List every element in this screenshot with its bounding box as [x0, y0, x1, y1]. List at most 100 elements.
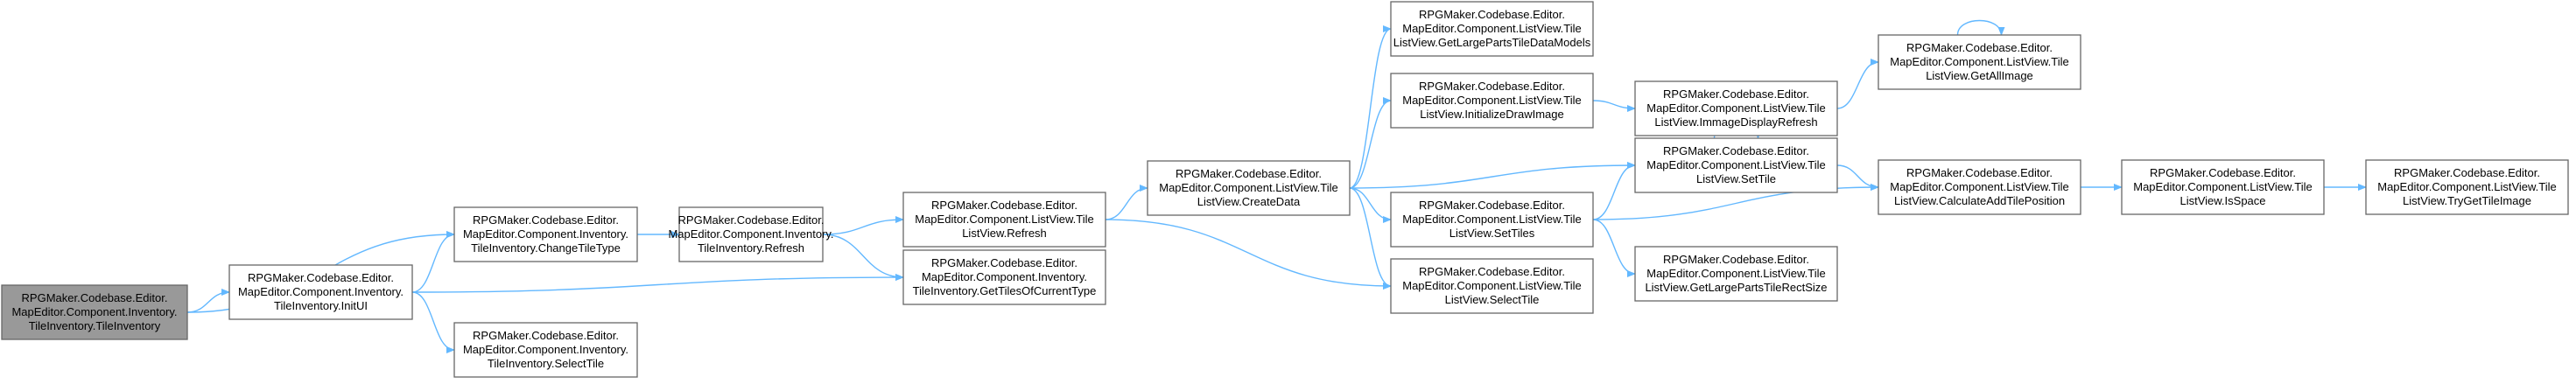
graph-edge [1349, 162, 1636, 189]
node-box [1634, 137, 1838, 193]
node-label-line: MapEditor.Component.Inventory. [238, 285, 404, 298]
node-label-line: RPGMaker.Codebase.Editor. [1419, 265, 1565, 278]
graph-node[interactable]: RPGMaker.Codebase.Editor.MapEditor.Compo… [1634, 137, 1838, 193]
graph-edge [822, 234, 904, 281]
graph-edge [186, 289, 230, 313]
node-label-line: MapEditor.Component.ListView.Tile [1402, 22, 1582, 35]
graph-node[interactable]: RPGMaker.Codebase.Editor.MapEditor.Compo… [1878, 159, 2081, 215]
node-box [678, 206, 824, 262]
nodes-layer: RPGMaker.Codebase.Editor.MapEditor.Compo… [1, 1, 2569, 378]
node-label-line: ListView.GetLargePartsTileDataModels [1393, 36, 1591, 49]
node-label-line: RPGMaker.Codebase.Editor. [2394, 166, 2540, 179]
graph-edge [1105, 185, 1148, 220]
node-label-line: ListView.CalculateAddTilePosition [1894, 194, 2065, 207]
node-label-line: RPGMaker.Codebase.Editor. [931, 199, 1077, 212]
node-box [1390, 258, 1594, 314]
node-label-line: MapEditor.Component.ListView.Tile [1646, 267, 1826, 280]
node-box [2365, 159, 2569, 215]
node-label-line: MapEditor.Component.ListView.Tile [1890, 180, 2069, 193]
graph-node[interactable]: RPGMaker.Codebase.Editor.MapEditor.Compo… [453, 322, 638, 378]
node-label-line: RPGMaker.Codebase.Editor. [1906, 41, 2053, 54]
graph-edge [1349, 97, 1392, 189]
node-label-line: MapEditor.Component.ListView.Tile [1402, 213, 1582, 226]
node-label-line: ListView.IsSpace [2179, 194, 2265, 207]
node-label-line: RPGMaker.Codebase.Editor. [1906, 166, 2053, 179]
graph-node[interactable]: RPGMaker.Codebase.Editor.MapEditor.Compo… [228, 264, 413, 320]
node-label-line: MapEditor.Component.ListView.Tile [1402, 94, 1582, 107]
node-box [1634, 246, 1838, 302]
graph-edge [1592, 100, 1636, 112]
graph-node[interactable]: RPGMaker.Codebase.Editor.MapEditor.Compo… [1390, 73, 1594, 129]
node-box [902, 192, 1106, 248]
graph-edge [1836, 164, 1879, 191]
graph-node[interactable]: RPGMaker.Codebase.Editor.MapEditor.Compo… [1390, 258, 1594, 314]
node-label-line: MapEditor.Component.ListView.Tile [1646, 158, 1826, 171]
graph-node[interactable]: RPGMaker.Codebase.Editor.MapEditor.Compo… [668, 206, 834, 262]
node-box [1147, 160, 1351, 216]
graph-edge [1592, 162, 1636, 220]
graph-edge [822, 216, 904, 235]
graph-node[interactable]: RPGMaker.Codebase.Editor.MapEditor.Compo… [453, 206, 638, 262]
graph-node[interactable]: RPGMaker.Codebase.Editor.MapEditor.Compo… [1634, 80, 1838, 136]
graph-edge [1592, 219, 1636, 277]
node-label-line: RPGMaker.Codebase.Editor. [1419, 199, 1565, 212]
node-label-line: ListView.InitializeDrawImage [1420, 108, 1564, 121]
node-label-line: MapEditor.Component.Inventory. [463, 227, 628, 241]
node-label-line: RPGMaker.Codebase.Editor. [1663, 87, 1809, 101]
node-label-line: MapEditor.Component.ListView.Tile [2133, 180, 2313, 193]
node-label-line: ListView.TryGetTileImage [2403, 194, 2531, 207]
node-label-line: RPGMaker.Codebase.Editor. [1663, 253, 1809, 266]
node-box [1390, 192, 1594, 248]
node-box [1390, 1, 1594, 57]
node-label-line: RPGMaker.Codebase.Editor. [473, 329, 619, 342]
node-label-line: TileInventory.TileInventory [29, 319, 161, 332]
node-label-line: ListView.GetLargePartsTileRectSize [1645, 281, 1827, 294]
graph-edge [411, 274, 904, 293]
graph-edge [1956, 19, 2005, 36]
node-label-line: TileInventory.Refresh [698, 241, 804, 255]
node-label-line: MapEditor.Component.ListView.Tile [915, 213, 1094, 226]
graph-node[interactable]: RPGMaker.Codebase.Editor.MapEditor.Compo… [2365, 159, 2569, 215]
node-label-line: ListView.SetTile [1696, 172, 1776, 185]
node-label-line: ListView.SetTiles [1449, 227, 1535, 240]
node-label-line: RPGMaker.Codebase.Editor. [678, 213, 825, 227]
node-label-line: RPGMaker.Codebase.Editor. [22, 291, 168, 304]
node-box [1878, 159, 2081, 215]
graph-edge [411, 291, 455, 353]
graph-edge [1349, 25, 1392, 189]
graph-node[interactable]: RPGMaker.Codebase.Editor.MapEditor.Compo… [1634, 246, 1838, 302]
graph-edge [1349, 187, 1392, 290]
node-label-line: MapEditor.Component.ListView.Tile [1646, 101, 1826, 115]
node-box [1634, 80, 1838, 136]
node-label-line: MapEditor.Component.Inventory. [922, 270, 1087, 283]
node-box [228, 264, 413, 320]
graph-node[interactable]: RPGMaker.Codebase.Editor.MapEditor.Compo… [1390, 1, 1594, 57]
node-label-line: RPGMaker.Codebase.Editor. [1419, 8, 1565, 21]
node-label-line: ListView.GetAllImage [1926, 69, 2033, 82]
node-label-line: ListView.SelectTile [1445, 293, 1540, 306]
node-label-line: RPGMaker.Codebase.Editor. [931, 256, 1077, 269]
node-label-line: MapEditor.Component.ListView.Tile [1159, 181, 1338, 194]
node-label-line: RPGMaker.Codebase.Editor. [2150, 166, 2296, 179]
graph-node[interactable]: RPGMaker.Codebase.Editor.MapEditor.Compo… [902, 192, 1106, 248]
graph-node[interactable]: RPGMaker.Codebase.Editor.MapEditor.Compo… [1147, 160, 1351, 216]
node-box [453, 206, 638, 262]
graph-node[interactable]: RPGMaker.Codebase.Editor.MapEditor.Compo… [1, 284, 188, 340]
node-label-line: MapEditor.Component.ListView.Tile [1402, 279, 1582, 292]
node-label-line: MapEditor.Component.Inventory. [463, 343, 628, 356]
graph-node[interactable]: RPGMaker.Codebase.Editor.MapEditor.Compo… [1878, 34, 2081, 90]
graph-node[interactable]: RPGMaker.Codebase.Editor.MapEditor.Compo… [1390, 192, 1594, 248]
graph-node[interactable]: RPGMaker.Codebase.Editor.MapEditor.Compo… [902, 249, 1106, 305]
node-label-line: TileInventory.GetTilesOfCurrentType [913, 284, 1097, 297]
node-label-line: MapEditor.Component.Inventory. [11, 305, 177, 318]
node-label-line: RPGMaker.Codebase.Editor. [1176, 167, 1322, 180]
graph-node[interactable]: RPGMaker.Codebase.Editor.MapEditor.Compo… [2121, 159, 2325, 215]
node-label-line: RPGMaker.Codebase.Editor. [248, 271, 394, 284]
node-label-line: TileInventory.InitUI [274, 299, 368, 312]
node-box [453, 322, 638, 378]
graph-edge [1349, 187, 1392, 223]
node-label-line: ListView.ImmageDisplayRefresh [1654, 115, 1817, 129]
node-label-line: TileInventory.SelectTile [488, 357, 604, 370]
node-box [1390, 73, 1594, 129]
